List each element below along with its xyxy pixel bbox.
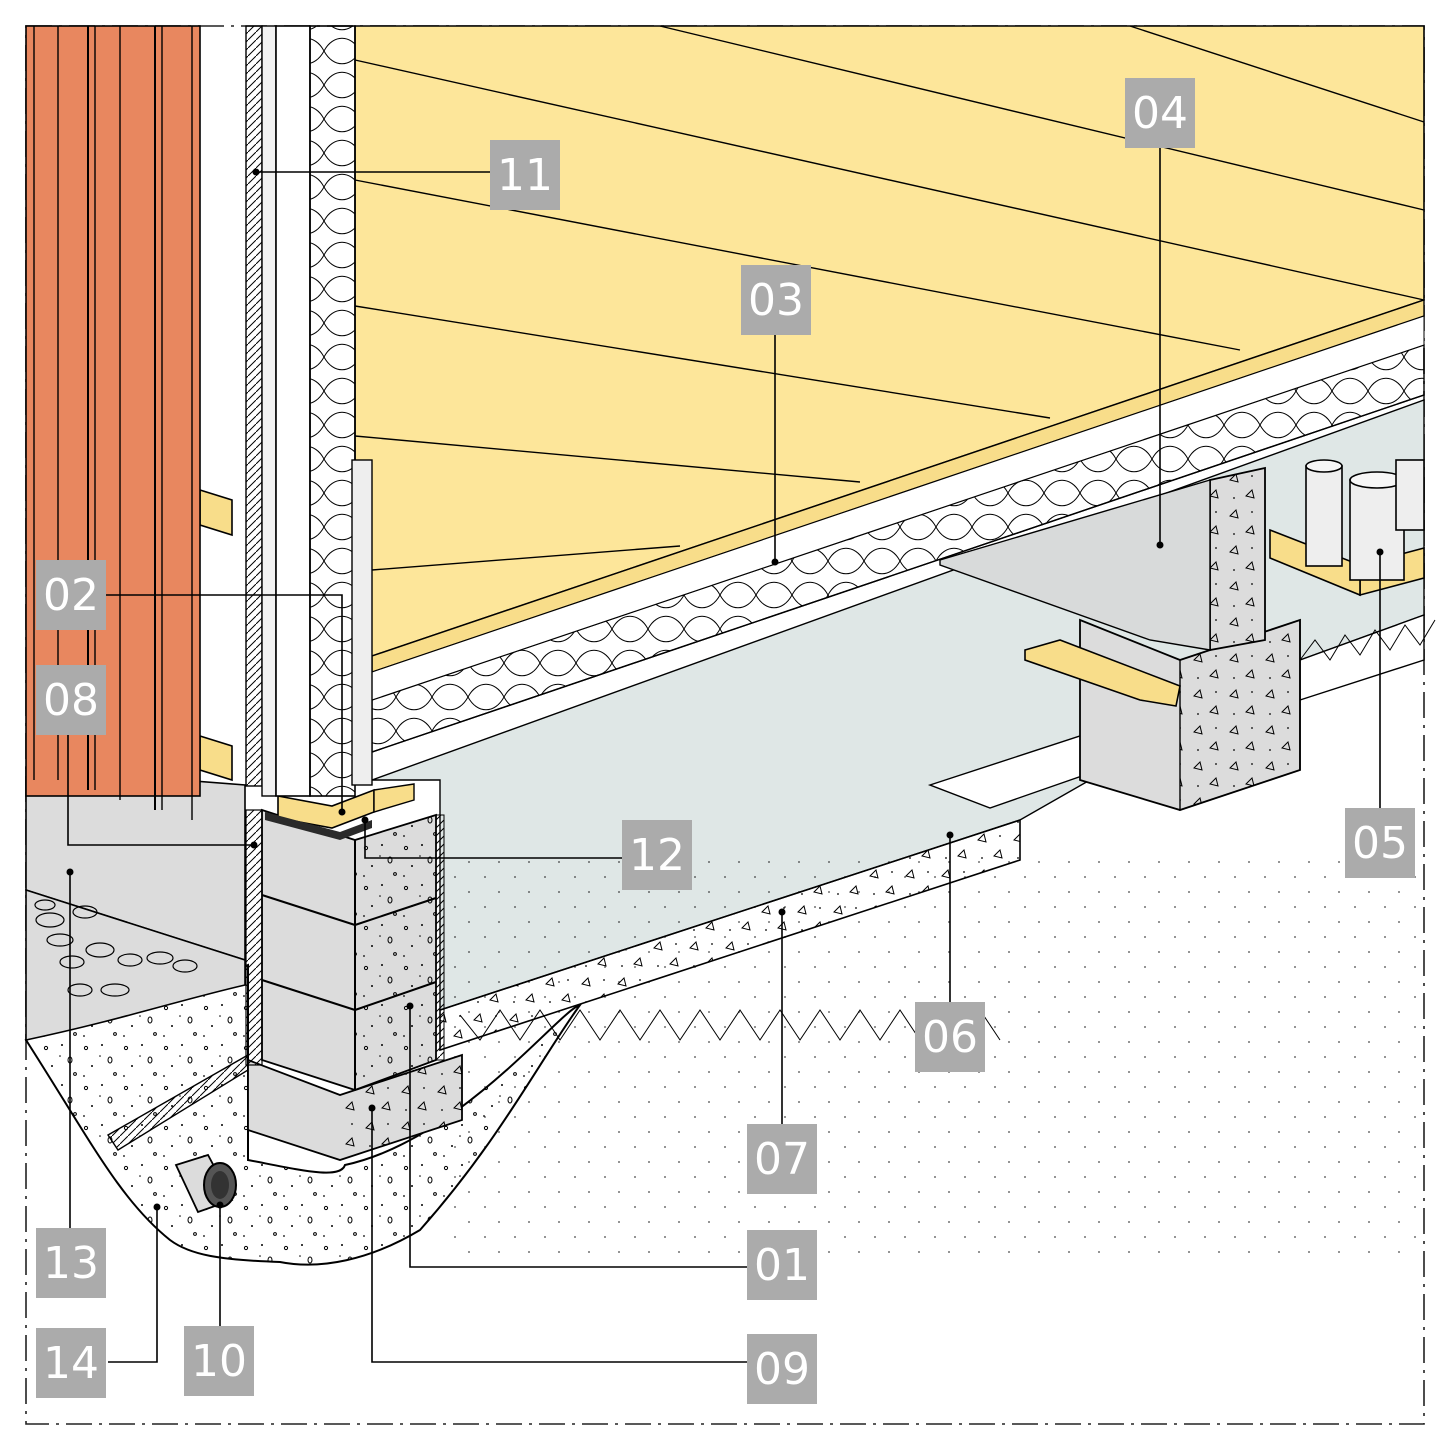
column-face <box>939 479 1211 651</box>
callout-12: 12 <box>622 820 692 890</box>
callout-14-text: 14 <box>43 1338 99 1389</box>
wall-inner-board <box>351 459 373 786</box>
callout-03-text: 03 <box>748 275 804 326</box>
batten-upper <box>199 488 233 537</box>
sill-sealing-strip <box>265 812 372 840</box>
callout-06-text: 06 <box>922 1012 978 1063</box>
callout-07: 07 <box>747 1124 817 1194</box>
wall-insulation <box>309 25 356 797</box>
timber-beam-sill <box>1024 639 1181 707</box>
callout-11: 11 <box>490 140 560 210</box>
foundation-blocks <box>261 808 437 1091</box>
callout-06: 06 <box>915 1002 985 1072</box>
callout-08-text: 08 <box>43 675 99 726</box>
service-pipes <box>1305 459 1425 581</box>
callout-02-text: 02 <box>43 570 99 621</box>
block-outer-insulation <box>245 809 263 1066</box>
callout-12-text: 12 <box>629 830 685 881</box>
callout-04: 04 <box>1125 78 1195 148</box>
wall-wind-barrier <box>245 25 263 787</box>
callout-13: 13 <box>36 1228 106 1298</box>
callout-13-text: 13 <box>43 1238 99 1289</box>
callout-01: 01 <box>747 1230 817 1300</box>
callout-14: 14 <box>36 1328 106 1398</box>
callout-09-text: 09 <box>754 1344 810 1395</box>
callout-10-text: 10 <box>191 1336 247 1387</box>
callout-01-text: 01 <box>754 1240 810 1291</box>
callout-10: 10 <box>184 1326 254 1396</box>
callout-05-text: 05 <box>1352 818 1408 869</box>
batten-lower <box>199 734 233 782</box>
callout-08: 08 <box>36 665 106 735</box>
callout-11-text: 11 <box>497 150 553 201</box>
callout-05: 05 <box>1345 808 1415 878</box>
leader-dots <box>66 168 1384 1211</box>
callout-04-text: 04 <box>1132 88 1188 139</box>
drain-pipe <box>174 1153 237 1214</box>
callout-03: 03 <box>741 265 811 335</box>
callout-09: 09 <box>747 1334 817 1404</box>
callout-07-text: 07 <box>754 1134 810 1185</box>
wall-stud <box>275 25 311 797</box>
leader-lines <box>67 145 1381 1363</box>
wall-air-gap <box>261 25 277 797</box>
callout-02: 02 <box>36 560 106 630</box>
